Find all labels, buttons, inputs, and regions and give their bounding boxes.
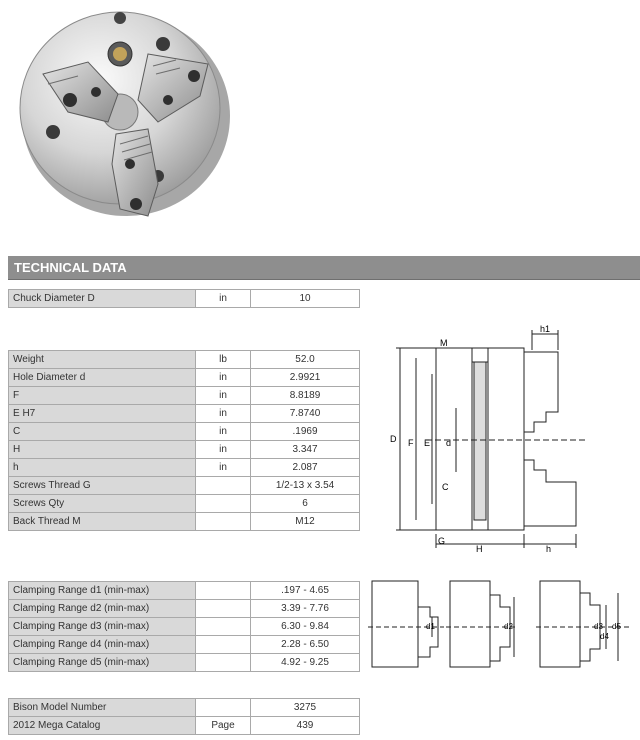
row-value: 52.0 xyxy=(250,350,360,369)
row-value: 6 xyxy=(250,494,360,513)
label-D: D xyxy=(390,434,397,444)
label-E: E xyxy=(424,438,430,448)
section-title-bar: TECHNICAL DATA xyxy=(8,256,640,280)
row-value: 2.087 xyxy=(250,458,360,477)
label-H: H xyxy=(476,544,483,554)
row-value: M12 xyxy=(250,512,360,531)
row-value: 6.30 - 9.84 xyxy=(250,617,360,636)
row-label: C xyxy=(8,422,196,441)
label-h1: h1 xyxy=(540,324,550,334)
chuck-diameter-table: Chuck Diameter D in 10 xyxy=(8,289,360,308)
label-C: C xyxy=(442,482,449,492)
row-label: Screws Qty xyxy=(8,494,196,513)
row-unit xyxy=(195,599,251,618)
label-F: F xyxy=(408,438,414,448)
row-label: Clamping Range d1 (min-max) xyxy=(8,581,196,600)
row-value: 4.92 - 9.25 xyxy=(250,653,360,672)
row-label: Screws Thread G xyxy=(8,476,196,495)
row-unit xyxy=(195,653,251,672)
row-value: 2.9921 xyxy=(250,368,360,387)
row-unit: in xyxy=(195,289,251,308)
table-row: Bison Model Number 3275 xyxy=(8,698,360,717)
row-unit xyxy=(195,698,251,717)
row-label: Hole Diameter d xyxy=(8,368,196,387)
label-M: M xyxy=(440,338,448,348)
table-row: Back Thread M M12 xyxy=(8,512,360,531)
label-d3: d3 xyxy=(594,622,603,631)
row-value: .1969 xyxy=(250,422,360,441)
label-d1: d1 xyxy=(426,622,435,631)
chuck-product-photo xyxy=(19,11,230,217)
model-table: Bison Model Number 3275 2012 Mega Catalog… xyxy=(8,698,360,735)
label-h: h xyxy=(546,544,551,554)
row-value: 2.28 - 6.50 xyxy=(250,635,360,654)
table-row: Clamping Range d1 (min-max) .197 - 4.65 xyxy=(8,581,360,600)
table-row: Clamping Range d3 (min-max) 6.30 - 9.84 xyxy=(8,617,360,636)
row-label: F xyxy=(8,386,196,405)
row-label: Back Thread M xyxy=(8,512,196,531)
row-value: 3.39 - 7.76 xyxy=(250,599,360,618)
row-unit: Page xyxy=(195,716,251,735)
row-unit xyxy=(195,581,251,600)
row-value: 10 xyxy=(250,289,360,308)
row-unit: in xyxy=(195,422,251,441)
row-label: 2012 Mega Catalog xyxy=(8,716,196,735)
clamping-range-drawings: d1 d2 d3 d4 d5 xyxy=(368,580,630,668)
row-unit xyxy=(195,476,251,495)
row-label: H xyxy=(8,440,196,459)
table-row: Screws Thread G 1/2-13 x 3.54 xyxy=(8,476,360,495)
row-value: 3275 xyxy=(250,698,360,717)
table-row: Clamping Range d4 (min-max) 2.28 - 6.50 xyxy=(8,635,360,654)
row-unit xyxy=(195,494,251,513)
row-label: Clamping Range d3 (min-max) xyxy=(8,617,196,636)
row-value: .197 - 4.65 xyxy=(250,581,360,600)
row-unit xyxy=(195,512,251,531)
row-label: h xyxy=(8,458,196,477)
row-value: 1/2-13 x 3.54 xyxy=(250,476,360,495)
row-unit: in xyxy=(195,386,251,405)
label-d2: d2 xyxy=(504,622,513,631)
section-title: TECHNICAL DATA xyxy=(14,260,127,275)
label-d4: d4 xyxy=(600,632,609,641)
row-label: E H7 xyxy=(8,404,196,423)
row-value: 3.347 xyxy=(250,440,360,459)
row-label: Clamping Range d2 (min-max) xyxy=(8,599,196,618)
label-d: d xyxy=(446,438,451,448)
row-unit xyxy=(195,617,251,636)
row-unit xyxy=(195,635,251,654)
row-label: Chuck Diameter D xyxy=(8,289,196,308)
row-label: Clamping Range d5 (min-max) xyxy=(8,653,196,672)
table-row: Chuck Diameter D in 10 xyxy=(8,289,360,308)
table-row: Screws Qty 6 xyxy=(8,494,360,513)
row-label: Weight xyxy=(8,350,196,369)
row-unit: lb xyxy=(195,350,251,369)
table-row: Clamping Range d5 (min-max) 4.92 - 9.25 xyxy=(8,653,360,672)
row-unit: in xyxy=(195,458,251,477)
table-row: Clamping Range d2 (min-max) 3.39 - 7.76 xyxy=(8,599,360,618)
label-G: G xyxy=(438,536,445,546)
row-label: Clamping Range d4 (min-max) xyxy=(8,635,196,654)
row-unit: in xyxy=(195,404,251,423)
chuck-section-drawing: D F E d C M h1 G H h xyxy=(390,324,586,554)
row-value: 7.8740 xyxy=(250,404,360,423)
clamping-range-table: Clamping Range d1 (min-max) .197 - 4.65 C… xyxy=(8,581,360,672)
row-label: Bison Model Number xyxy=(8,698,196,717)
row-value: 8.8189 xyxy=(250,386,360,405)
row-value: 439 xyxy=(250,716,360,735)
label-d5: d5 xyxy=(612,622,621,631)
row-unit: in xyxy=(195,368,251,387)
row-unit: in xyxy=(195,440,251,459)
